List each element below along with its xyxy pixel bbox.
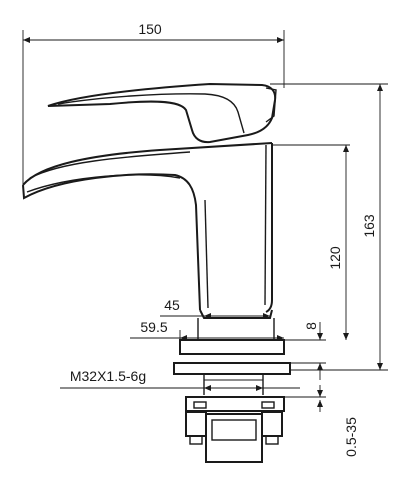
handle-lever — [47, 82, 277, 144]
spout-top — [22, 142, 273, 186]
dim-label-120: 120 — [327, 246, 343, 270]
extension-lines — [22, 30, 388, 398]
dim-label-45: 45 — [164, 297, 180, 313]
dim-label-thread: M32X1.5-6g — [70, 368, 146, 384]
dim-label-150: 150 — [138, 21, 162, 37]
bracket-leg-right — [261, 411, 283, 437]
bracket-slot-right — [261, 401, 275, 409]
base-collar — [199, 309, 273, 319]
nut-inner — [211, 419, 257, 441]
spout-top-inner — [29, 151, 191, 179]
dim-label-59: 59.5 — [140, 319, 167, 335]
bolt-right — [265, 435, 279, 445]
handle-tip — [265, 87, 277, 123]
body-left-inner — [204, 199, 209, 309]
spout-bottom — [22, 173, 201, 311]
body-right-inner — [264, 144, 267, 306]
body-right-edge — [265, 143, 273, 313]
nut-body — [205, 413, 263, 463]
dim-label-163: 163 — [361, 214, 377, 238]
base-plate — [179, 339, 285, 355]
faucet-body — [22, 82, 291, 463]
dim-label-8: 8 — [303, 322, 319, 330]
handle-inner-line — [57, 93, 245, 134]
gasket — [173, 362, 291, 375]
bracket-leg-left — [185, 411, 207, 437]
spout-bottom-inner — [26, 174, 181, 193]
fixing-bracket — [185, 396, 285, 463]
bracket-slot-left — [193, 401, 207, 409]
bolt-left — [189, 435, 203, 445]
dim-label-range: 0.5-35 — [343, 417, 359, 457]
dimension-lines — [23, 37, 383, 412]
bracket-top — [185, 396, 285, 412]
